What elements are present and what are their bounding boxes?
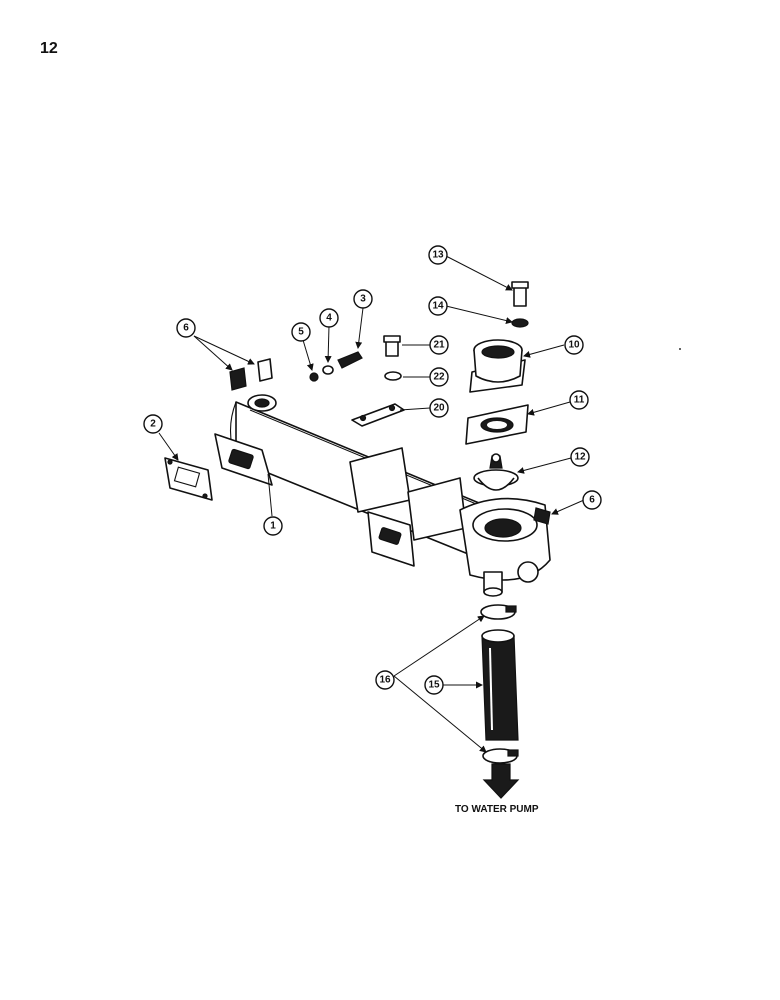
callout-3: 3 [353,289,373,309]
thermostat-gasket [465,404,529,445]
callout-label: 1 [270,521,276,532]
callout-1: 1 [263,516,283,536]
callout-11: 11 [569,390,589,410]
callout-label: 20 [433,403,445,414]
callout-14: 14 [428,296,448,316]
gasket-left [164,457,213,501]
callout-label: 3 [360,294,366,305]
thermostat [473,453,519,491]
callout-6-upper: 6 [176,318,196,338]
bolt-and-lockwasher [511,281,529,328]
callout-12: 12 [570,447,590,467]
callout-label: 16 [379,675,391,686]
callout-21: 21 [429,335,449,355]
water-manifold [214,394,551,597]
bolt-washer-plate [351,335,405,427]
callout-label: 10 [568,340,580,351]
page-number: 12 [40,40,58,57]
callout-label: 4 [326,313,332,324]
bolt-washer-nut [309,351,363,382]
callout-20: 20 [429,398,449,418]
callout-13: 13 [428,245,448,265]
callouts: 13 14 3 4 5 6 21 10 22 20 2 11 1 12 6 16… [143,245,602,695]
callout-16: 16 [375,670,395,690]
callout-6-lower: 6 [582,490,602,510]
callout-10: 10 [564,335,584,355]
pipe-plugs [229,358,551,525]
callout-label: 14 [432,301,444,312]
callout-label: 15 [428,680,440,691]
hose-and-clamps [480,604,520,799]
leader-lines [158,255,585,753]
callout-22: 22 [429,367,449,387]
callout-label: 5 [298,327,304,338]
callout-label: 11 [574,395,585,406]
callout-label: 2 [150,419,156,430]
callout-4: 4 [319,308,339,328]
callout-label: 6 [183,323,189,334]
callout-label: 12 [574,452,586,463]
callout-label: 13 [432,250,444,261]
stray-dot [679,348,681,350]
callout-5: 5 [291,322,311,342]
thermostat-housing [469,339,526,393]
callout-15: 15 [424,675,444,695]
callout-label: 21 [433,340,445,351]
callout-label: 22 [433,372,445,383]
callout-2: 2 [143,414,163,434]
caption-to-water-pump: TO WATER PUMP [455,804,539,815]
callout-label: 6 [589,495,595,506]
